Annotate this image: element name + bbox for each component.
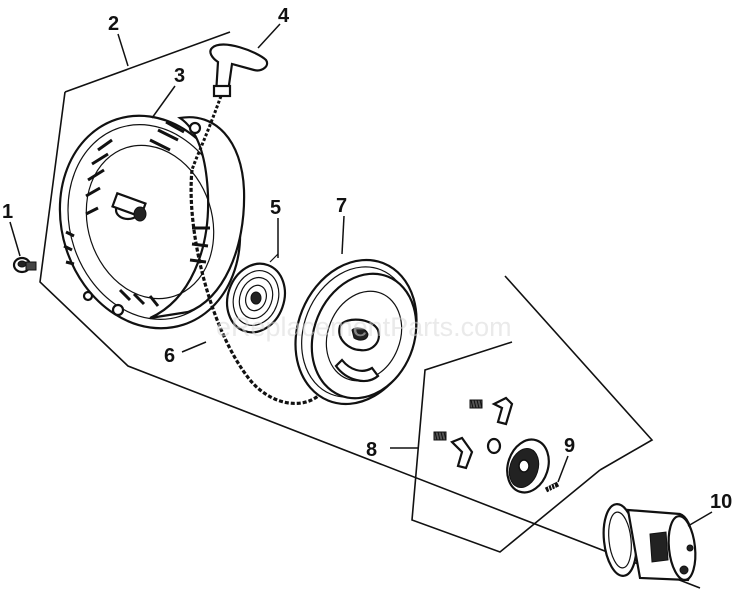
pawl-lower [450,436,474,470]
pawl-upper [491,396,514,426]
part-9-screw [544,481,560,493]
housing-center-shaft [111,191,147,222]
washer-ring [486,437,502,455]
callout-labels: 1 2 3 4 5 6 7 8 9 10 [2,5,732,513]
part-10-starter-cup [602,503,697,582]
part-1-bolt [12,256,37,274]
group-outline-main [39,31,701,589]
part-8-ratchet-kit [433,396,550,494]
callout-4: 4 [278,5,290,27]
group-outline-sub-assembly [411,341,601,553]
watermark-text: eReplacementParts.com [216,312,512,342]
callout-9: 9 [564,435,575,457]
part-6-starter-rope [189,95,319,405]
callout-2: 2 [108,13,119,35]
callout-10: 10 [710,491,732,513]
pawl-spring-lower [433,431,447,441]
ratchet-plate [506,438,550,494]
callout-5: 5 [270,197,281,219]
pawl-spring-upper [469,399,483,409]
callout-3: 3 [174,65,185,87]
callout-8: 8 [366,439,377,461]
callout-7: 7 [336,195,347,217]
callout-1: 1 [2,201,13,223]
callout-6: 6 [164,345,175,367]
leader-lines [9,23,713,527]
part-4-starter-handle [209,43,269,98]
part-5-recoil-spring [225,253,287,334]
part-7-rope-reel [294,258,418,406]
